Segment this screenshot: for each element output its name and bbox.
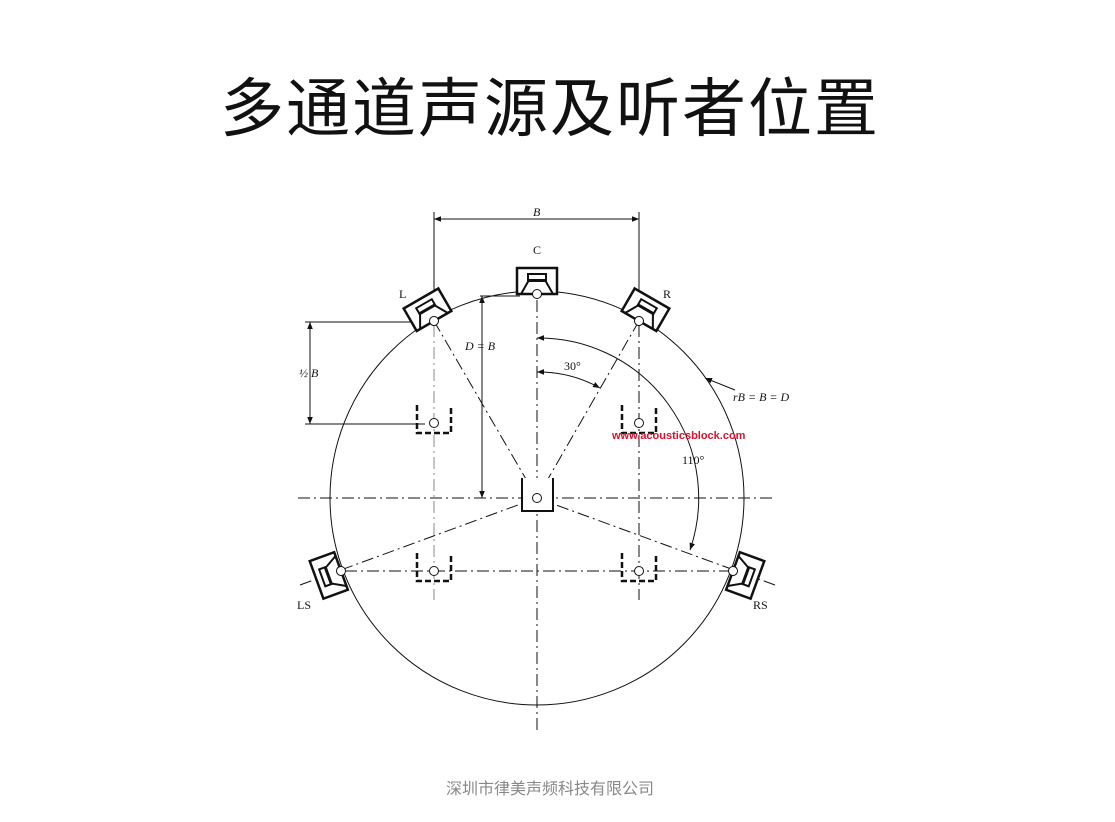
watermark: www.acousticsblock.com bbox=[611, 430, 746, 442]
alt-position-right bbox=[620, 403, 658, 435]
page-title: 多通道声源及听者位置 bbox=[220, 73, 880, 147]
label-l: L bbox=[399, 287, 406, 301]
speaker-l-icon bbox=[402, 287, 455, 337]
label-r: R bbox=[663, 287, 671, 301]
label-half-b: ½ B bbox=[299, 366, 319, 380]
footer-company: 深圳市律美声频科技有限公司 bbox=[445, 779, 654, 798]
speaker-ls-icon bbox=[308, 549, 354, 600]
label-angle-30: 30° bbox=[564, 359, 581, 373]
speaker-rs-icon bbox=[720, 549, 766, 600]
speaker-r-icon bbox=[618, 287, 671, 337]
label-ls: LS bbox=[297, 598, 311, 612]
alt-position-left bbox=[415, 403, 453, 435]
label-b: B bbox=[533, 205, 541, 219]
speaker-c-icon bbox=[515, 266, 559, 300]
listener-icon bbox=[521, 478, 554, 512]
label-rs: RS bbox=[753, 598, 768, 612]
label-c: C bbox=[533, 243, 541, 257]
center-lines bbox=[298, 300, 776, 730]
b-dimension bbox=[305, 212, 736, 551]
label-d-equals-b: D = B bbox=[464, 339, 496, 353]
label-radius: rB = B = D bbox=[733, 390, 790, 404]
label-angle-110: 110° bbox=[682, 453, 705, 467]
